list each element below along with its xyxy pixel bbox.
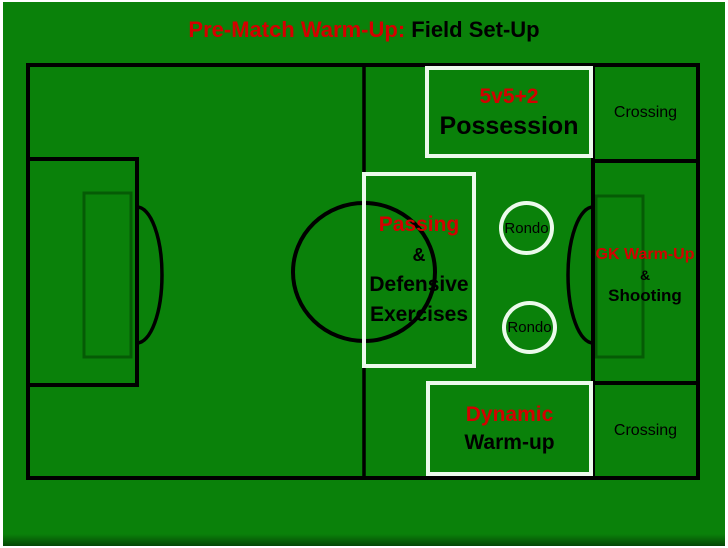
- penalty-arc-right: [566, 205, 594, 345]
- zone-passing-line3: Exercises: [369, 303, 469, 326]
- zone-crossing-bottom: Crossing: [613, 422, 678, 439]
- zone-passing-heading: Passing: [378, 213, 460, 236]
- page-title: Pre-Match Warm-Up: Field Set-Up: [0, 17, 728, 43]
- goal-area-right: [594, 194, 645, 359]
- zone-crossing-top: Crossing: [613, 104, 678, 121]
- zone-rondo-bottom-label: Rondo: [507, 319, 552, 336]
- goal-area-left: [82, 191, 133, 359]
- zone-dynamic-label: Warm-up: [464, 430, 555, 454]
- page-title-rest: Field Set-Up: [405, 17, 540, 42]
- page-title-highlight: Pre-Match Warm-Up:: [188, 17, 406, 42]
- zone-dynamic-warmup: Dynamic Warm-up: [426, 381, 593, 476]
- penalty-arc-left: [136, 205, 164, 345]
- zone-dynamic-heading: Dynamic: [465, 402, 554, 426]
- zone-passing: Passing & Defensive Exercises: [362, 172, 476, 368]
- zone-gk-label: Shooting: [608, 286, 682, 305]
- zone-rondo-bottom: Rondo: [502, 301, 557, 354]
- zone-passing-line2: Defensive: [369, 273, 469, 296]
- zone-possession-heading: 5v5+2: [479, 85, 539, 108]
- zone-gk-warmup: GK Warm-Up & Shooting: [589, 245, 701, 306]
- zone-rondo-top: Rondo: [499, 201, 554, 255]
- zone-possession: 5v5+2 Possession: [425, 66, 593, 158]
- zone-gk-amp: &: [639, 267, 651, 283]
- slide-bottom-shadow: [3, 534, 725, 546]
- zone-gk-heading: GK Warm-Up: [595, 246, 695, 263]
- zone-rondo-top-label: Rondo: [504, 219, 549, 237]
- zone-possession-label: Possession: [439, 112, 579, 140]
- penalty-area-left: [26, 157, 139, 387]
- zone-passing-amp: &: [412, 245, 426, 265]
